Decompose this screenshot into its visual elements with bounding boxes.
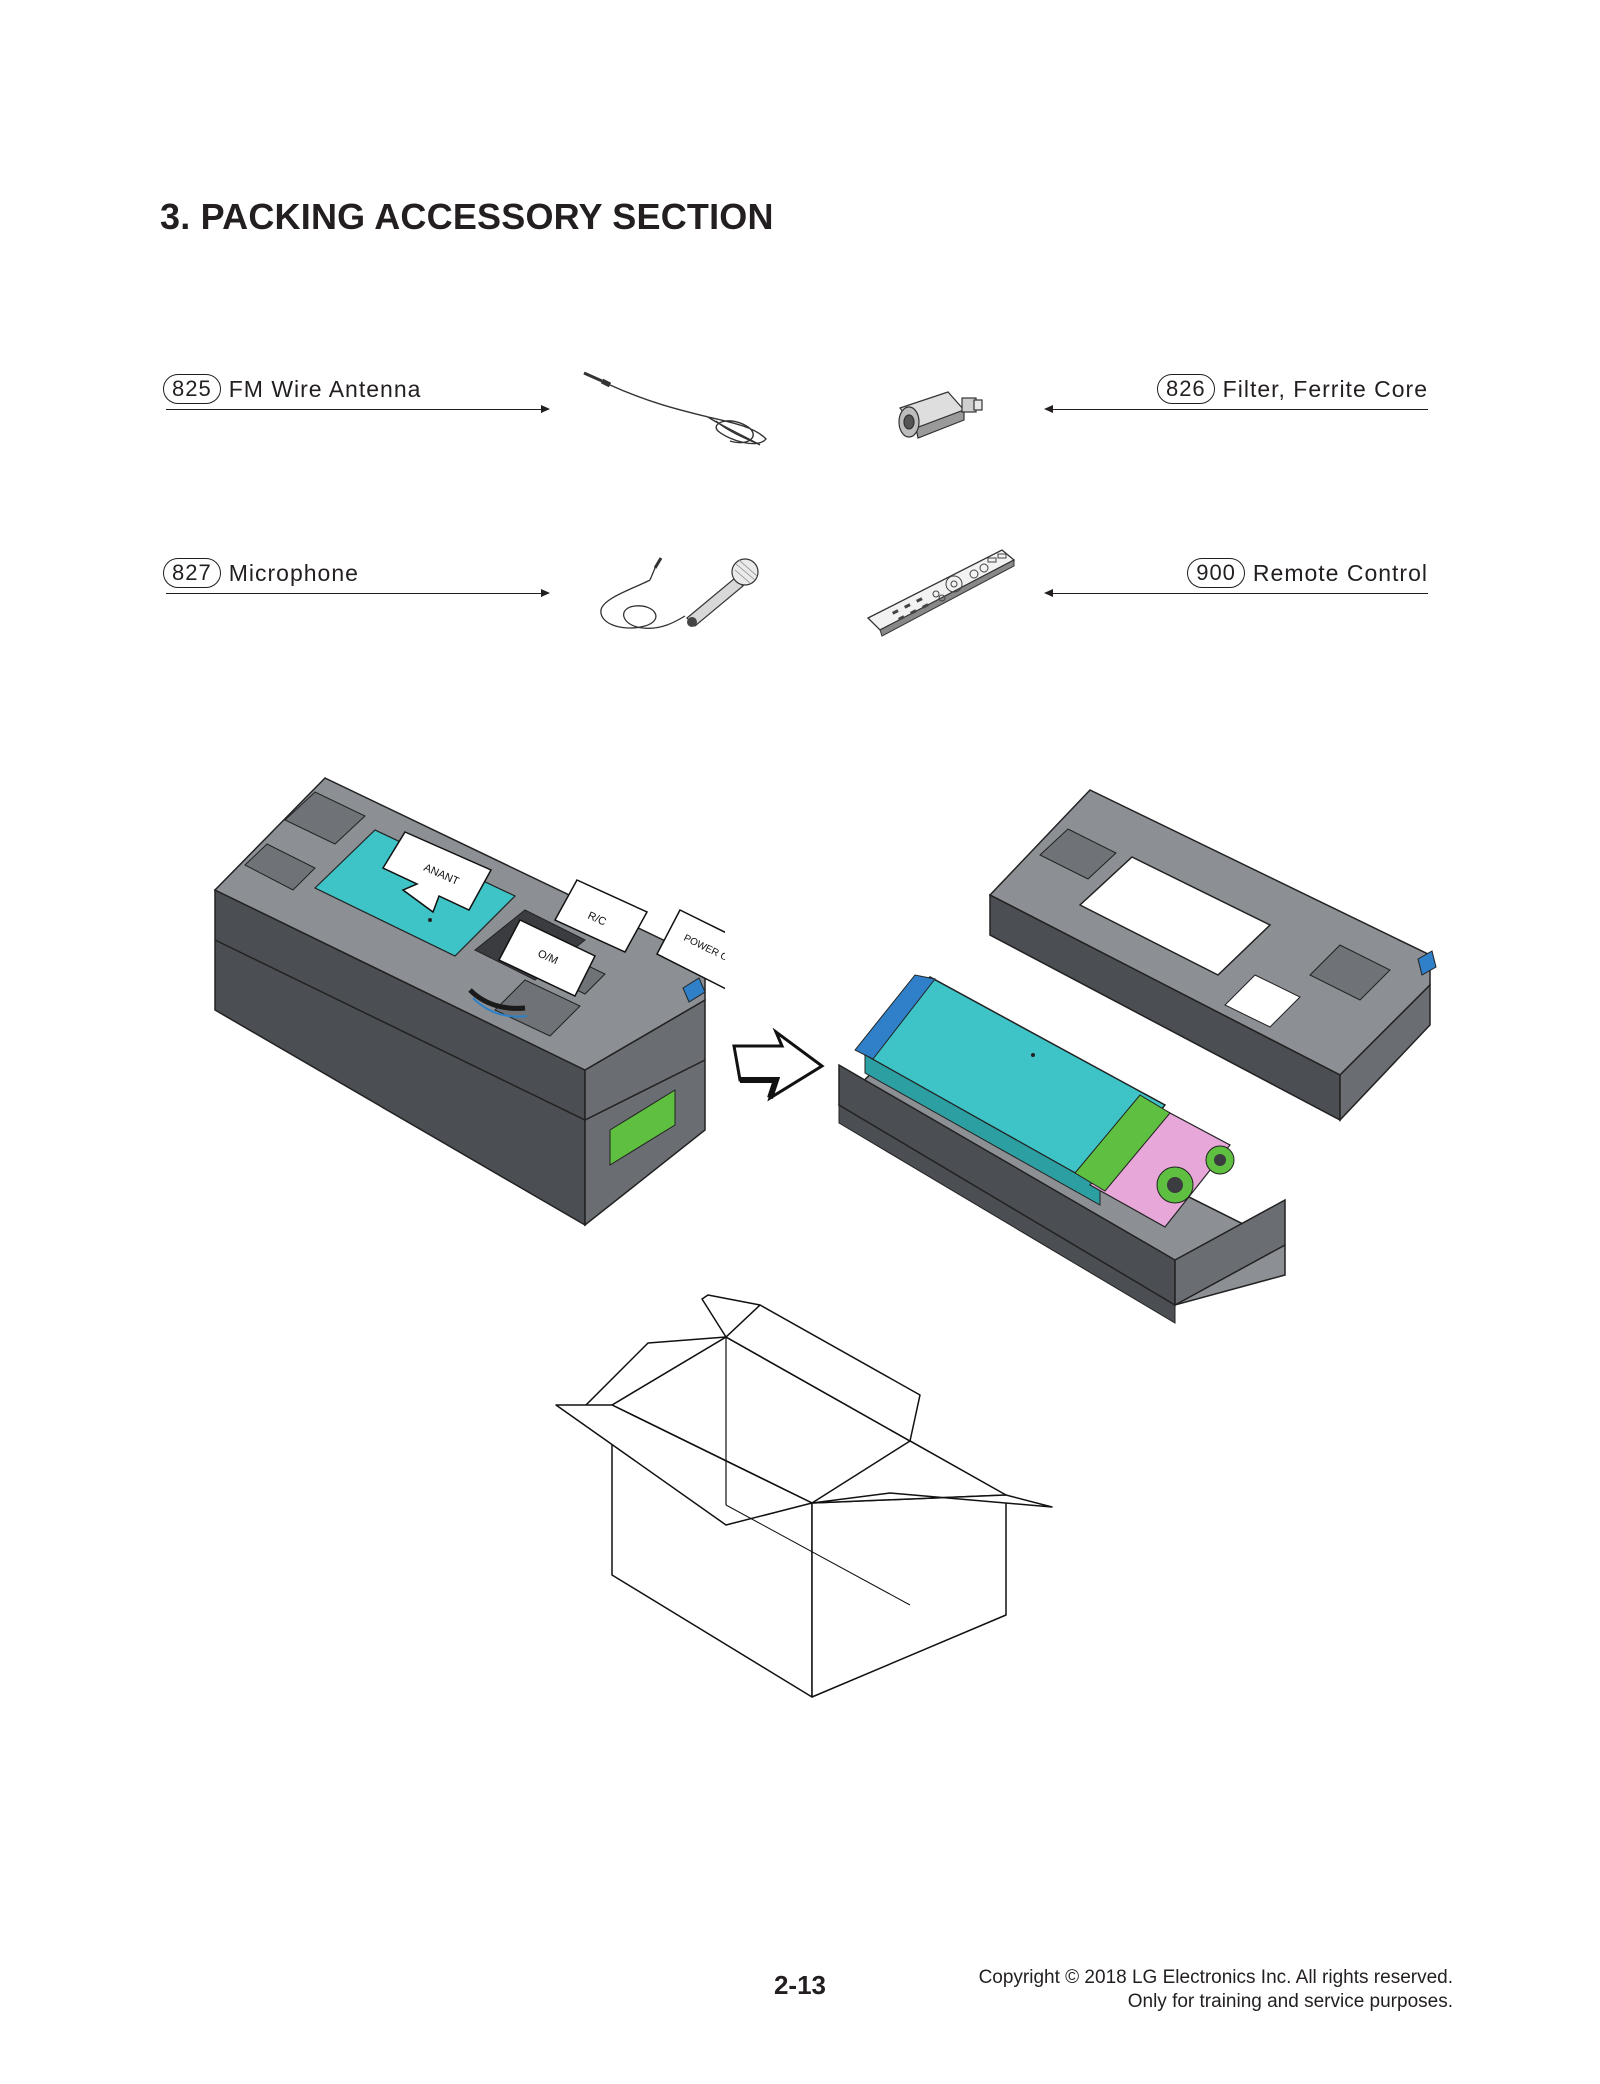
part-name: Microphone xyxy=(228,559,359,586)
part-label-827: 827 Microphone xyxy=(163,558,359,588)
remote-control-illustration xyxy=(866,549,1016,637)
leader-line-826 xyxy=(1052,409,1428,410)
leader-line-827 xyxy=(166,593,544,594)
leader-arrowhead xyxy=(541,405,550,413)
microphone-illustration xyxy=(600,557,759,629)
packed-unit-assembly: ANANT R/C O/M POWER CORD xyxy=(213,777,725,1227)
leader-line-825 xyxy=(166,409,544,410)
part-label-826: 826 Filter, Ferrite Core xyxy=(1156,374,1428,404)
part-name: Remote Control xyxy=(1252,559,1428,586)
part-name: FM Wire Antenna xyxy=(228,375,422,402)
fm-antenna-illustration xyxy=(583,371,767,446)
copyright-line: Only for training and service purposes. xyxy=(1127,1991,1453,2012)
unit-in-bottom-foam xyxy=(837,974,1286,1324)
part-number-badge: 827 xyxy=(163,558,221,588)
ferrite-core-illustration xyxy=(898,391,983,439)
open-carton-box xyxy=(555,1294,1053,1698)
direction-arrow-icon xyxy=(732,1028,825,1102)
copyright-notice: Copyright © 2018 LG Electronics Inc. All… xyxy=(979,1966,1453,2014)
part-label-900: 900 Remote Control xyxy=(1187,558,1428,588)
part-number-badge: 825 xyxy=(163,374,221,404)
part-name: Filter, Ferrite Core xyxy=(1222,375,1428,402)
leader-arrowhead xyxy=(541,589,550,597)
copyright-line: Copyright © 2018 LG Electronics Inc. All… xyxy=(978,1967,1453,1988)
page-number: 2-13 xyxy=(773,1970,827,2000)
part-number-badge: 826 xyxy=(1156,374,1215,404)
leader-arrowhead xyxy=(1044,405,1053,413)
leader-arrowhead xyxy=(1044,589,1053,597)
part-number-badge: 900 xyxy=(1187,558,1245,588)
leader-line-900 xyxy=(1052,593,1428,594)
top-foam-cushion xyxy=(988,789,1437,1122)
part-label-825: 825 FM Wire Antenna xyxy=(163,374,421,404)
section-title: 3. PACKING ACCESSORY SECTION xyxy=(160,196,774,237)
